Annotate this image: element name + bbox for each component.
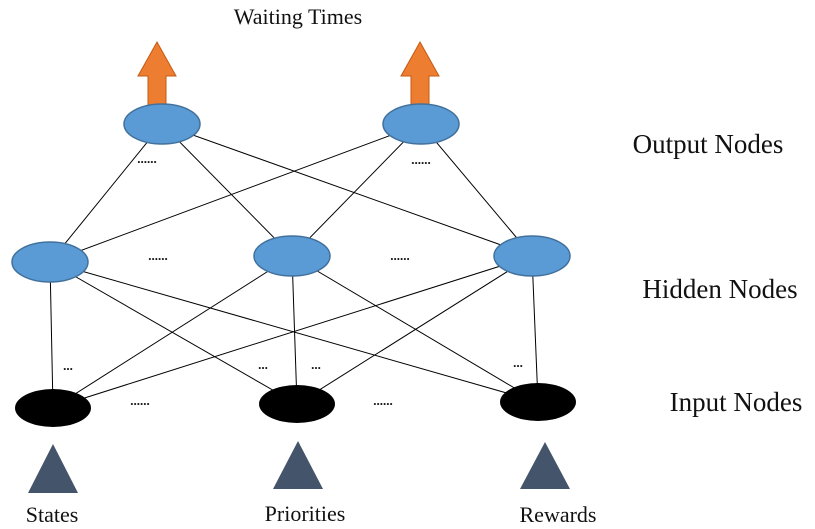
input-node xyxy=(259,385,335,423)
edge-hidden3-input1 xyxy=(52,255,533,409)
ellipsis-input-left: ...... xyxy=(130,393,150,408)
input-triangle-icon xyxy=(273,441,323,489)
output-arrow-up-icon xyxy=(400,40,440,107)
edge-output1-hidden3 xyxy=(161,123,533,257)
ellipsis-edges-3: ... xyxy=(311,357,321,372)
ellipsis-edges-4: ... xyxy=(513,355,523,370)
waiting-times-label: Waiting Times xyxy=(234,4,362,29)
states-label: States xyxy=(26,502,79,527)
ellipsis-edges-1: ... xyxy=(63,358,73,373)
output-layer xyxy=(123,103,460,145)
rewards-label: Rewards xyxy=(520,502,597,527)
priorities-label: Priorities xyxy=(265,501,346,526)
input-triangle-icon xyxy=(28,444,78,493)
input-node xyxy=(500,383,576,421)
edge-hidden3-input3 xyxy=(531,255,539,403)
output-node xyxy=(123,103,201,145)
output-arrow-up-icon xyxy=(137,40,177,107)
output-node xyxy=(382,103,460,145)
ellipsis-input-right: ...... xyxy=(373,393,393,408)
edge-output1-hidden2 xyxy=(161,123,293,257)
ellipsis-markers: ...... ...... ...... ...... ...... .....… xyxy=(63,151,523,408)
output-nodes-label: Output Nodes xyxy=(633,129,784,159)
input-triangle-icon xyxy=(520,442,570,489)
edge-hidden2-input3 xyxy=(291,255,539,403)
input-nodes-label: Input Nodes xyxy=(670,387,803,417)
hidden-node xyxy=(11,241,89,283)
ellipsis-output-right: ...... xyxy=(411,152,431,167)
input-node xyxy=(15,389,91,427)
input-triangles xyxy=(28,441,570,493)
edge-output2-hidden3 xyxy=(420,123,533,257)
edge-hidden2-input2 xyxy=(291,255,298,405)
edge-hidden2-input1 xyxy=(52,255,293,409)
edge-hidden1-input1 xyxy=(49,261,54,409)
edge-hidden3-input2 xyxy=(296,255,533,405)
network-edges xyxy=(49,123,539,409)
hidden-layer xyxy=(11,235,571,283)
hidden-node xyxy=(253,235,331,277)
ellipsis-hidden-left: ...... xyxy=(148,248,168,263)
hidden-node xyxy=(493,235,571,277)
ellipsis-hidden-right: ...... xyxy=(390,248,410,263)
edge-output2-hidden2 xyxy=(291,123,422,257)
hidden-nodes-label: Hidden Nodes xyxy=(642,274,797,304)
input-layer xyxy=(15,383,576,427)
ellipsis-edges-2: ... xyxy=(258,357,268,372)
ellipsis-output-left: ...... xyxy=(137,151,157,166)
edge-hidden1-input2 xyxy=(49,261,298,405)
edge-output2-hidden1 xyxy=(49,123,422,263)
output-arrows xyxy=(137,40,440,107)
edge-output1-hidden1 xyxy=(49,123,163,263)
